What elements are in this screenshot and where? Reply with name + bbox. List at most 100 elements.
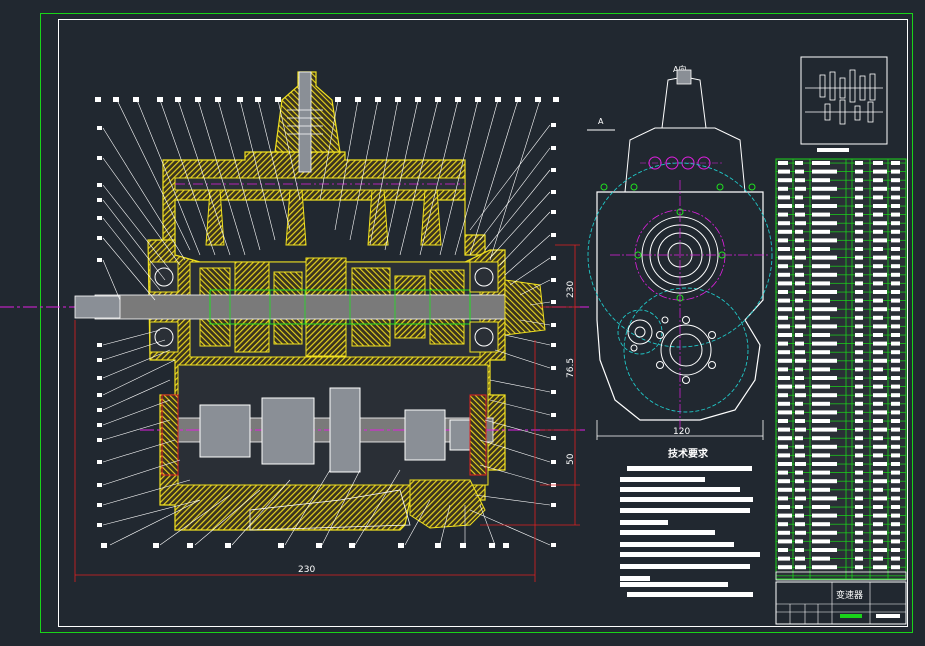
parts-list-cell [891, 358, 900, 363]
parts-list-cell [812, 453, 830, 458]
parts-list-cell [873, 548, 887, 552]
parts-list-cell [778, 341, 788, 346]
parts-list-cell [812, 384, 830, 389]
parts-list-cell [778, 401, 790, 406]
leader-labels-right [469, 123, 556, 547]
parts-list-cell [795, 496, 806, 501]
parts-list-cell [812, 539, 830, 544]
parts-list-cell [795, 324, 806, 329]
title-block: 变速器 [775, 581, 907, 625]
parts-list-cell [812, 444, 837, 449]
parts-list-cell [812, 341, 837, 346]
parts-list-cell [855, 298, 863, 303]
parts-list-cell [873, 358, 887, 363]
parts-list-cell [795, 384, 805, 389]
shift-fork-3 [367, 189, 389, 246]
parts-list-cell [795, 436, 803, 441]
parts-list-cell [855, 539, 863, 544]
parts-list-cell [795, 195, 803, 200]
parts-list-cell [873, 315, 883, 320]
parts-list-cell [873, 229, 883, 234]
parts-list-cell [873, 204, 887, 208]
counter-gear-4 [404, 409, 446, 461]
parts-list-cell [855, 358, 863, 363]
parts-list-cell [855, 393, 863, 398]
parts-list-cell [891, 522, 900, 527]
parts-list-cell [855, 324, 863, 329]
parts-list-cell [873, 513, 887, 518]
parts-list-cell [873, 255, 887, 260]
parts-list-cell [891, 307, 900, 312]
parts-list-cell [812, 221, 837, 226]
parts-list-cell [873, 212, 883, 217]
parts-list-cell [812, 178, 830, 183]
parts-list-cell [891, 479, 900, 484]
parts-list-cell [873, 307, 887, 312]
parts-list-cell [812, 247, 830, 251]
parts-list-cell [873, 384, 883, 389]
tech-req-title: 技术要求 [668, 447, 709, 460]
parts-list-cell [778, 393, 788, 398]
parts-list-cell [855, 307, 863, 312]
parts-list-cell [891, 427, 900, 432]
reverse-idler-housing [409, 479, 486, 529]
parts-list-cell [891, 221, 900, 226]
parts-list-cell [855, 470, 863, 475]
parts-list-cell [795, 367, 803, 372]
parts-list-cell [855, 565, 863, 570]
parts-list-cell [891, 513, 900, 518]
parts-list-cell [778, 212, 788, 217]
parts-list-cell [891, 350, 900, 355]
parts-list-cell [778, 462, 792, 466]
parts-list-cell [795, 453, 805, 458]
parts-list-cell [855, 264, 863, 269]
parts-list-cell [812, 556, 830, 561]
parts-list-cell [855, 247, 863, 251]
parts-list-cell [873, 453, 883, 458]
parts-list-cell [795, 393, 806, 398]
parts-list-cell [778, 333, 792, 337]
parts-list-cell [778, 161, 788, 165]
parts-list-cell [873, 496, 887, 501]
parts-list-cell [812, 161, 830, 165]
parts-list-cell [891, 393, 900, 398]
parts-list-cell [795, 169, 804, 174]
parts-list-cell [795, 462, 806, 466]
parts-list-cell [812, 315, 830, 320]
parts-list-cell [873, 264, 883, 269]
parts-list-cell [778, 419, 788, 423]
parts-list-cell [795, 539, 803, 544]
parts-list-cell [778, 221, 790, 226]
parts-list-cell [778, 556, 790, 561]
parts-list-cell [778, 444, 788, 449]
parts-list-cell [891, 376, 900, 380]
parts-list-cell [891, 324, 900, 329]
parts-list-cell [812, 487, 830, 492]
parts-list-cell [778, 565, 792, 570]
transmission-schematic [800, 56, 888, 152]
parts-list-cell [795, 522, 805, 527]
parts-list-cell [873, 195, 883, 200]
parts-list-cell [778, 539, 792, 544]
parts-list-cell [812, 522, 830, 527]
parts-list-cell [812, 229, 830, 234]
dimensions [74, 244, 580, 582]
parts-list-cell [778, 358, 792, 363]
parts-list-cell [855, 505, 863, 509]
parts-list-cell [891, 229, 900, 234]
parts-list-cell [873, 324, 887, 329]
parts-list-cell [891, 315, 900, 320]
parts-list-cell [855, 272, 863, 277]
parts-list-cell [873, 298, 883, 303]
side-housing [596, 191, 764, 421]
parts-list-cell [891, 436, 900, 441]
parts-list-cell [855, 479, 863, 484]
parts-list-cell [795, 470, 803, 475]
parts-list-cell [795, 161, 803, 165]
parts-list-cell [873, 376, 887, 380]
parts-list-cell [778, 384, 792, 389]
parts-list-cell [873, 350, 883, 355]
parts-list-cell [855, 444, 863, 449]
parts-list-cell [795, 315, 805, 320]
